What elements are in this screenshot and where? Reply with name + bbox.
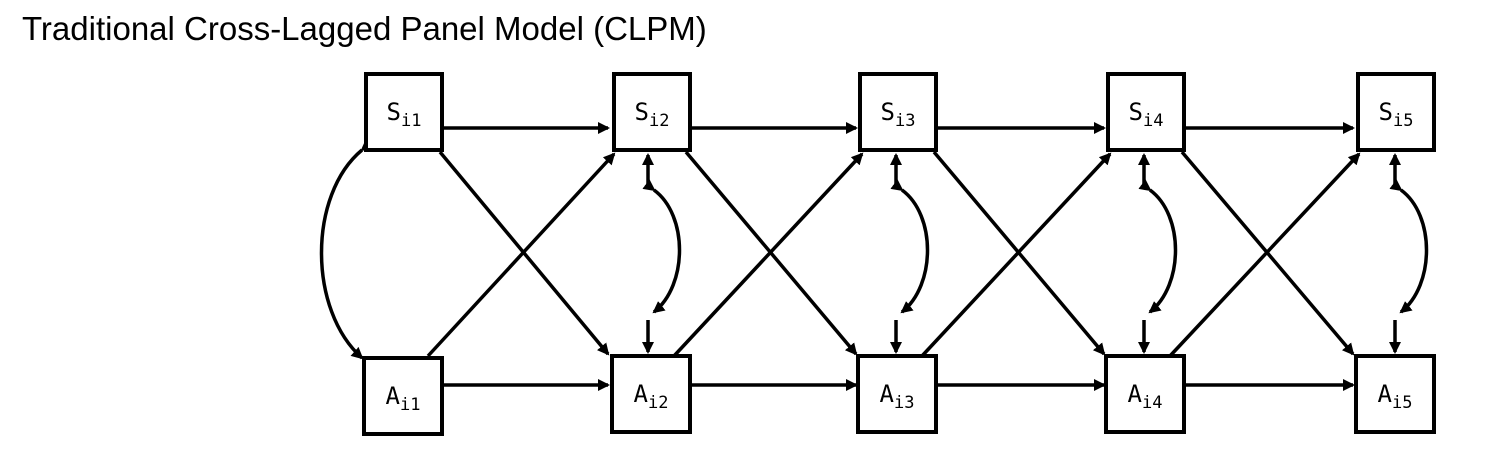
node-s5: Si5 (1356, 72, 1436, 152)
node-a2: Ai2 (610, 354, 692, 434)
node-a4-letter: A (1128, 380, 1143, 408)
node-s2-letter: S (635, 98, 649, 126)
node-a2-subscript: i2 (648, 393, 668, 413)
node-a3-subscript: i3 (894, 393, 914, 413)
node-s3-letter: S (881, 98, 895, 126)
residual-covariance-t2 (642, 179, 682, 314)
node-a5-subscript: i5 (1392, 393, 1412, 413)
node-s4-subscript: i4 (1143, 111, 1163, 131)
svg-text:Si1: Si1 (387, 98, 422, 131)
node-s1-letter: S (387, 98, 401, 126)
node-a5-letter: A (1378, 380, 1393, 408)
node-s1-subscript: i1 (401, 111, 421, 131)
residual-covariance-t5 (1389, 179, 1429, 314)
node-a1: Ai1 (362, 356, 444, 436)
svg-text:Si4: Si4 (1129, 98, 1164, 131)
node-a2-letter: A (634, 380, 649, 408)
svg-text:Ai1: Ai1 (386, 382, 421, 415)
svg-text:Si5: Si5 (1379, 98, 1414, 131)
residual-covariance-t4 (1138, 179, 1178, 314)
covariance-s1-a1 (319, 138, 374, 360)
node-s3: Si3 (858, 72, 938, 152)
svg-text:Ai4: Ai4 (1128, 380, 1163, 413)
node-s5-subscript: i5 (1393, 111, 1413, 131)
cross-lagged-path-a1-s2 (426, 152, 616, 358)
node-s5-letter: S (1379, 98, 1393, 126)
svg-text:Ai3: Ai3 (880, 380, 915, 413)
svg-text:Ai2: Ai2 (634, 380, 669, 413)
node-s3-subscript: i3 (895, 111, 915, 131)
node-a3-letter: A (880, 380, 895, 408)
svg-text:Si2: Si2 (635, 98, 670, 131)
node-a4: Ai4 (1104, 354, 1186, 434)
cross-lagged-path-a4-s5 (1168, 152, 1361, 358)
node-s2: Si2 (612, 72, 692, 152)
node-a1-subscript: i1 (400, 395, 420, 415)
residual-covariance-t3 (890, 179, 930, 314)
node-a1-letter: A (386, 382, 401, 410)
node-s2-subscript: i2 (649, 111, 669, 131)
cross-lagged-path-a2-s3 (672, 152, 864, 358)
node-s4: Si4 (1106, 72, 1186, 152)
node-a4-subscript: i4 (1142, 393, 1162, 413)
cross-lagged-path-a3-s4 (920, 152, 1112, 358)
svg-text:Ai5: Ai5 (1378, 380, 1413, 413)
node-s4-letter: S (1129, 98, 1143, 126)
node-s1: Si1 (364, 72, 444, 152)
node-a3: Ai3 (856, 354, 938, 434)
svg-text:Si3: Si3 (881, 98, 916, 131)
diagram-title: Traditional Cross-Lagged Panel Model (CL… (22, 10, 707, 47)
node-a5: Ai5 (1354, 354, 1436, 434)
